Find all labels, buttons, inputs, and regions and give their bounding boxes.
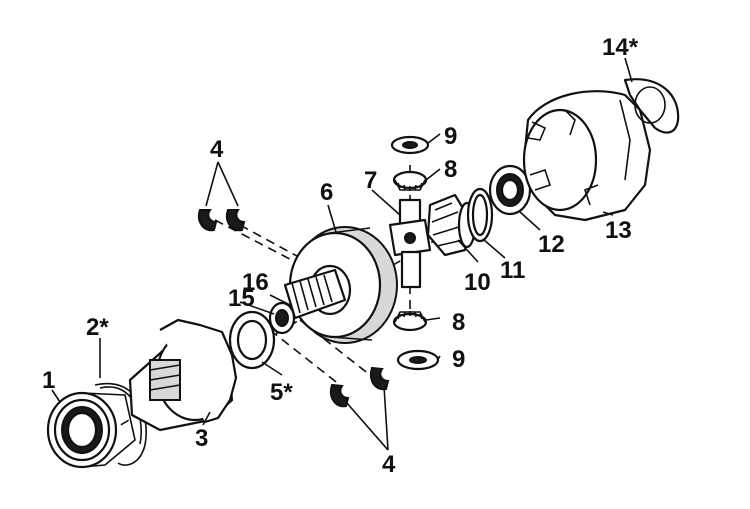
label-part-1: 1 [42, 367, 55, 394]
label-part-6: 6 [320, 179, 333, 206]
label-part-9-bottom: 9 [452, 346, 465, 373]
label-part-11: 11 [500, 257, 525, 284]
part-11-ring-washer [466, 187, 494, 243]
label-part-4-top: 4 [210, 136, 224, 163]
part-12-tapered-bearing [488, 164, 532, 216]
label-part-9-top: 9 [444, 123, 457, 150]
label-part-16: 16 [242, 269, 269, 296]
label-part-3: 3 [195, 425, 208, 452]
leader-lines [51, 57, 633, 451]
label-part-13: 13 [605, 217, 632, 244]
part-15-roller-bearing [268, 301, 296, 335]
label-part-7: 7 [364, 167, 377, 194]
label-part-12: 12 [538, 231, 565, 258]
part-9-thrust-washer-top [390, 135, 430, 155]
part-4-bearing-shells-bottom [330, 366, 390, 408]
label-part-2: 2* [86, 314, 109, 341]
part-1-oil-seal [46, 391, 136, 469]
part-5-shim-washer [228, 310, 276, 370]
callout-labels: 1 2* 3 4 4 5* 6 7 8 8 9 9 10 11 12 13 14… [42, 34, 639, 478]
part-3-drive-flange [128, 318, 238, 432]
label-part-10: 10 [464, 269, 491, 296]
part-4-bearing-shells-top [198, 209, 246, 232]
part-13-differential-housing [522, 90, 652, 222]
label-part-15: 15 [228, 285, 255, 312]
label-part-14: 14* [602, 34, 639, 61]
part-8-pinion-gear-top [392, 170, 428, 191]
label-part-5: 5* [270, 379, 293, 406]
part-7-cross-shaft [388, 198, 432, 289]
part-14-gasket [623, 78, 680, 134]
label-part-4-bottom: 4 [382, 451, 396, 478]
label-part-8-bottom: 8 [452, 309, 465, 336]
part-8-pinion-gear-bottom [392, 311, 428, 332]
part-9-thrust-washer-bottom [396, 349, 440, 371]
label-part-8-top: 8 [444, 156, 457, 183]
part-16-splined-shaft [283, 268, 347, 320]
